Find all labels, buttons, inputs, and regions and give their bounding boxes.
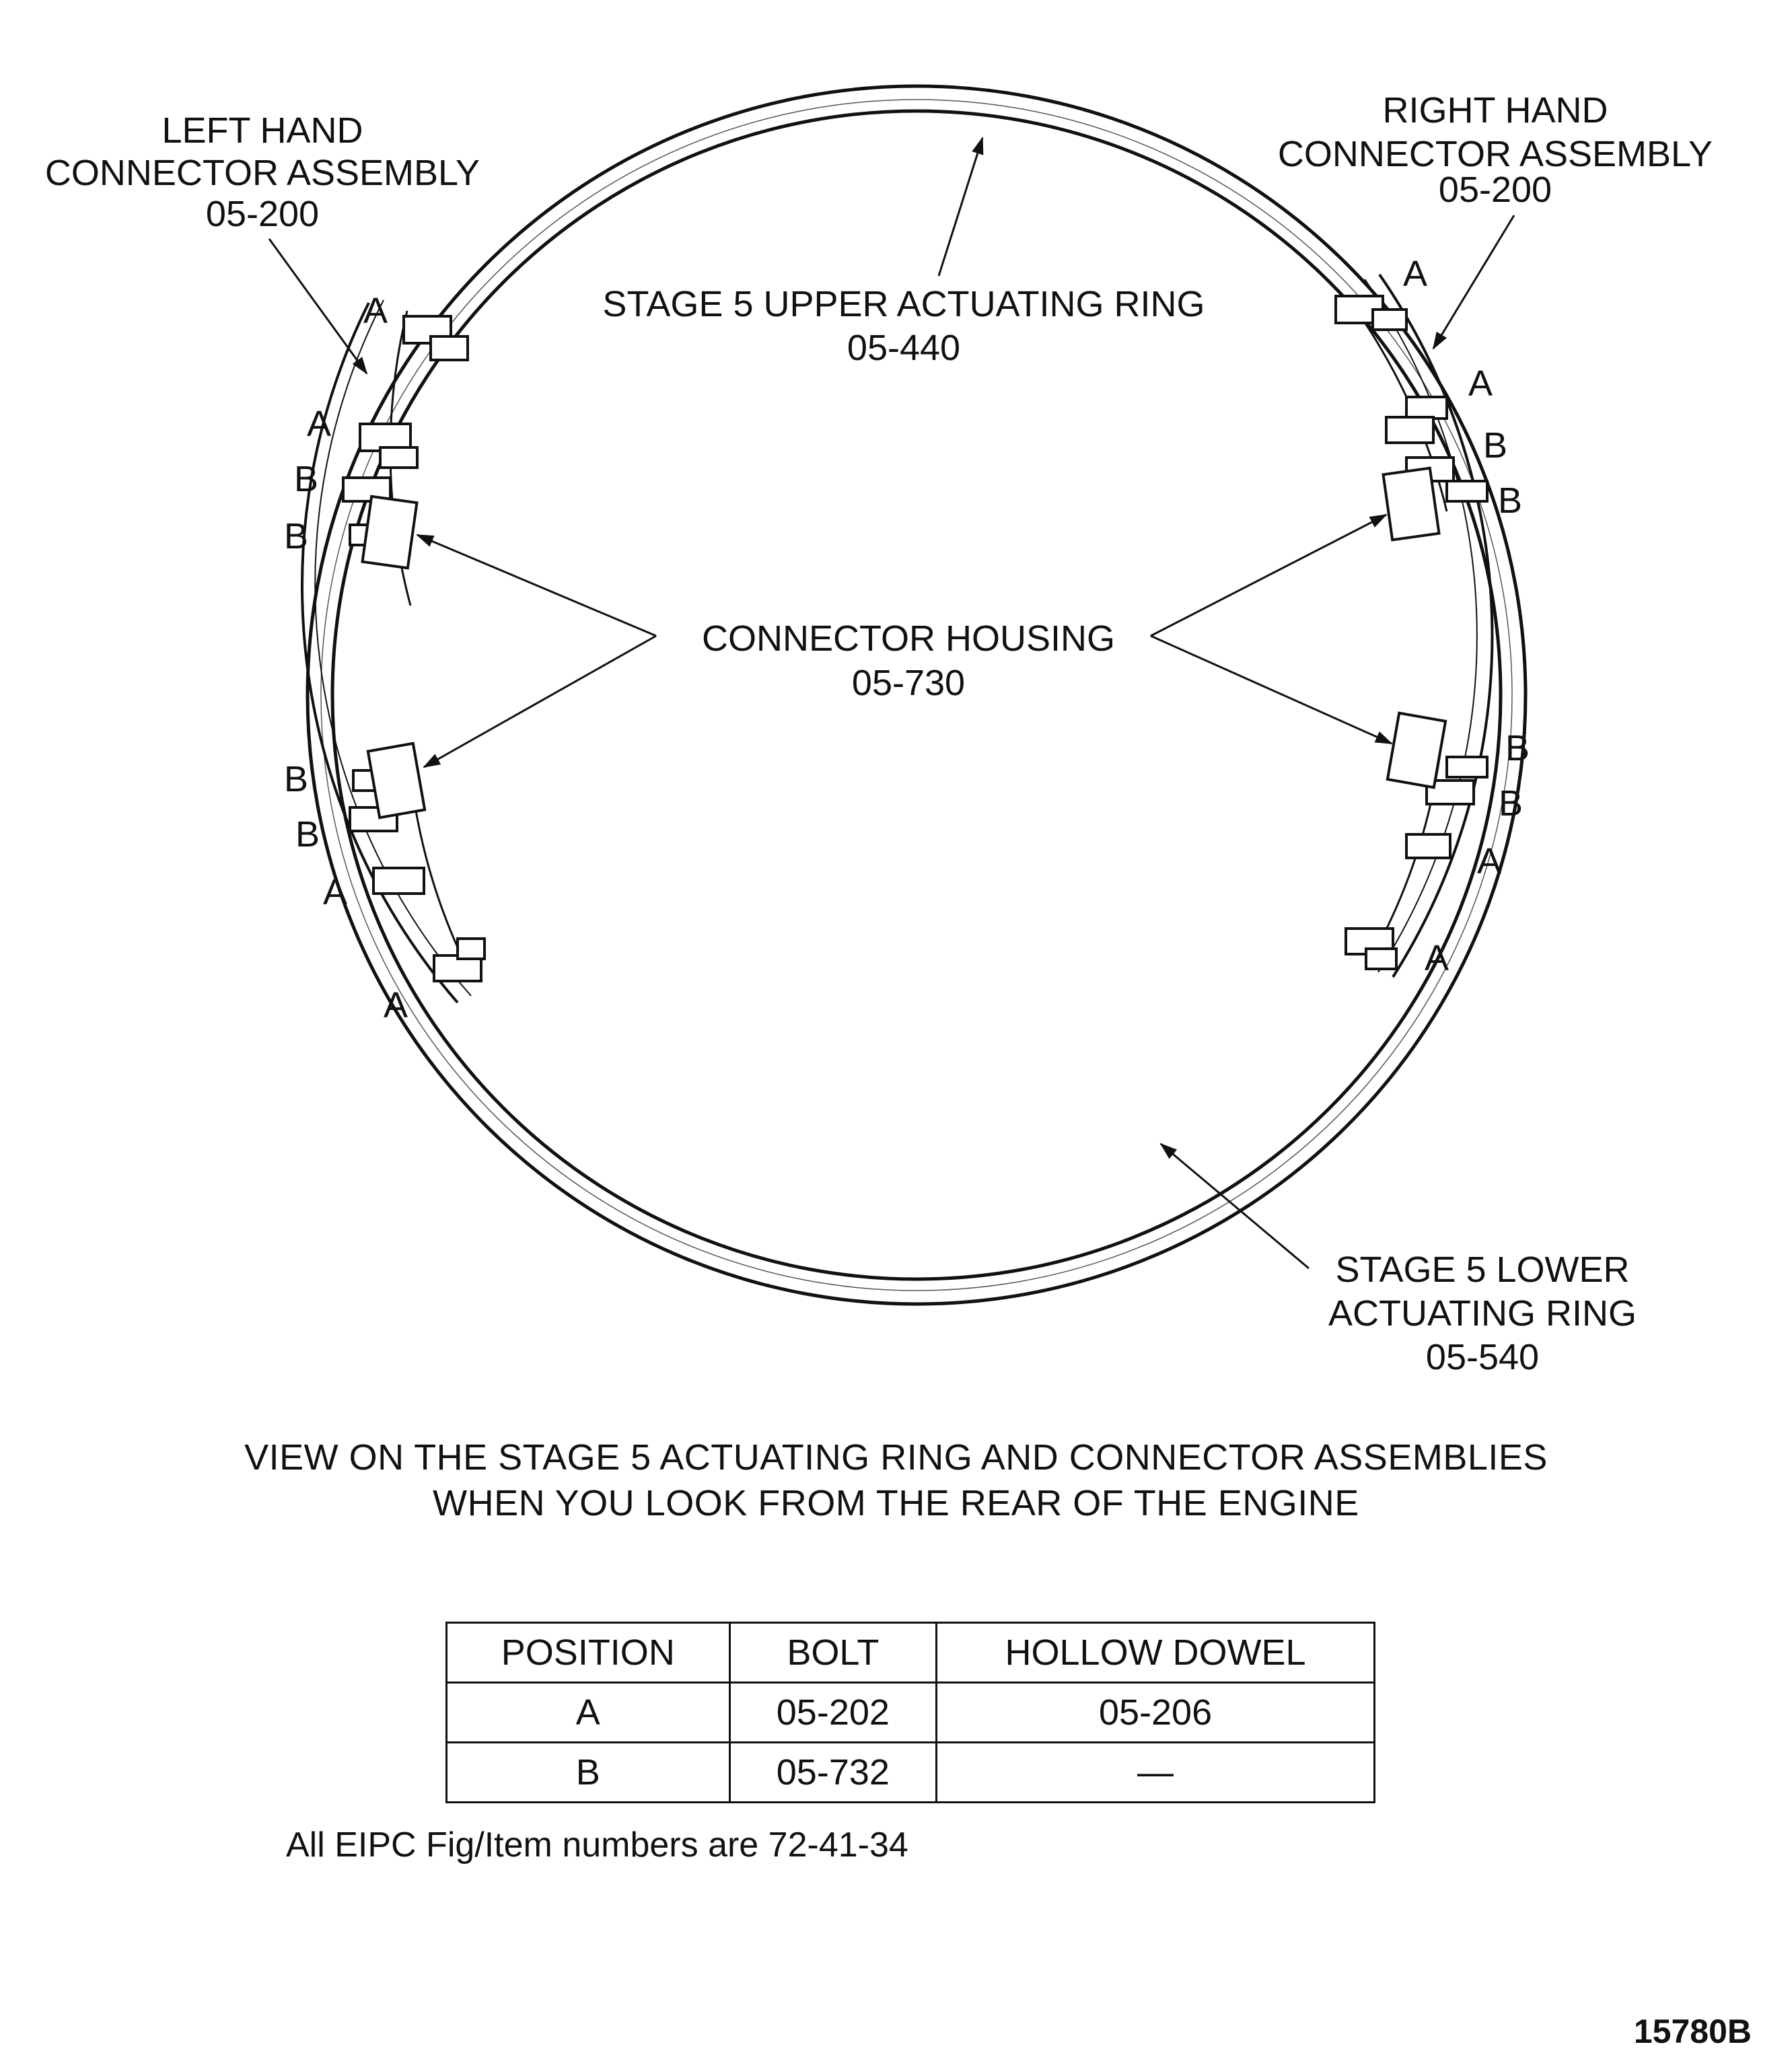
- figure-caption: VIEW ON THE STAGE 5 ACTUATING RING AND C…: [0, 1435, 1792, 1526]
- lower-ring-leader: [1159, 1143, 1310, 1270]
- column-header-position: POSITION: [445, 1622, 731, 1684]
- table-header-row: POSITION BOLT HOLLOW DOWEL: [445, 1622, 1375, 1684]
- upper-ring-leader: [937, 137, 984, 277]
- left-connector-label: LEFT HAND CONNECTOR ASSEMBLY 05-200: [45, 110, 480, 234]
- position-letter: B: [294, 459, 318, 499]
- actuating-ring: [306, 84, 1528, 1306]
- right-lower-connector-housing: [1386, 711, 1447, 789]
- position-letter: B: [295, 814, 320, 855]
- left-connector-assembly: [301, 299, 486, 1004]
- svg-text:STAGE 5 UPPER ACTUATING RING: STAGE 5 UPPER ACTUATING RING: [602, 284, 1205, 324]
- table-cell: 05-206: [935, 1682, 1375, 1743]
- table-cell: —: [935, 1741, 1375, 1803]
- ring-inner-edge: [330, 109, 1503, 1281]
- position-letter: B: [1499, 783, 1523, 824]
- column-header-hollow-dowel: HOLLOW DOWEL: [935, 1622, 1375, 1684]
- left-upper-connector-housing: [361, 495, 419, 570]
- right-position-letters: A A B B B B A A: [1403, 254, 1530, 978]
- table-cell: 05-202: [728, 1682, 938, 1743]
- caption-line: VIEW ON THE STAGE 5 ACTUATING RING AND C…: [244, 1437, 1548, 1478]
- housing-leader-left-lower: [423, 635, 657, 768]
- housing-leader-right-lower: [1150, 635, 1393, 745]
- right-connector-label: RIGHT HAND CONNECTOR ASSEMBLY 05-200: [1278, 90, 1713, 210]
- left-connector-leader: [268, 238, 368, 375]
- svg-text:CONNECTOR HOUSING: CONNECTOR HOUSING: [702, 618, 1115, 659]
- table-cell: 05-732: [728, 1741, 938, 1803]
- housing-leader-right-upper: [1150, 513, 1388, 637]
- position-letter: B: [1483, 425, 1507, 466]
- figure-number: 15780B: [1633, 2013, 1752, 2050]
- svg-text:STAGE 5 LOWER: STAGE 5 LOWER: [1335, 1250, 1629, 1290]
- table-cell: A: [445, 1682, 731, 1743]
- svg-text:LEFT HAND: LEFT HAND: [162, 110, 363, 151]
- table-row: B 05-732 —: [445, 1741, 1375, 1803]
- svg-text:05-200: 05-200: [206, 194, 319, 234]
- position-letter: A: [384, 985, 408, 1025]
- upper-ring-label: STAGE 5 UPPER ACTUATING RING 05-440: [602, 284, 1205, 368]
- svg-text:CONNECTOR ASSEMBLY: CONNECTOR ASSEMBLY: [45, 153, 480, 193]
- position-letter: A: [1477, 841, 1501, 881]
- position-letter: A: [1425, 938, 1449, 978]
- table-row: A 05-202 05-206: [445, 1682, 1375, 1743]
- position-letter: A: [323, 872, 347, 912]
- right-connector-leader: [1432, 215, 1515, 350]
- left-lower-connector-housing: [366, 742, 427, 820]
- position-letter: A: [363, 291, 388, 331]
- eipc-note: All EIPC Fig/Item numbers are 72-41-34: [286, 1825, 908, 1865]
- position-letter: B: [1498, 480, 1522, 521]
- position-letter: A: [1468, 363, 1493, 404]
- svg-text:05-730: 05-730: [852, 663, 965, 703]
- connector-housing-label: CONNECTOR HOUSING 05-730: [702, 618, 1115, 703]
- svg-text:ACTUATING RING: ACTUATING RING: [1328, 1293, 1637, 1334]
- position-letter: B: [284, 516, 308, 556]
- svg-text:05-540: 05-540: [1426, 1337, 1539, 1377]
- actuating-ring-diagram: LEFT HAND CONNECTOR ASSEMBLY 05-200 RIGH…: [45, 84, 1713, 1377]
- position-letter: A: [307, 404, 331, 444]
- position-letter: B: [284, 759, 308, 799]
- svg-text:05-200: 05-200: [1439, 170, 1552, 210]
- caption-line: WHEN YOU LOOK FROM THE REAR OF THE ENGIN…: [433, 1483, 1359, 1523]
- svg-text:CONNECTOR ASSEMBLY: CONNECTOR ASSEMBLY: [1278, 134, 1713, 174]
- right-upper-connector-housing: [1382, 466, 1441, 542]
- table-cell: B: [445, 1741, 731, 1803]
- column-header-bolt: BOLT: [728, 1622, 938, 1684]
- ring-outer-edge: [306, 84, 1528, 1306]
- housing-leader-left-upper: [416, 534, 657, 637]
- svg-text:05-440: 05-440: [847, 328, 960, 368]
- left-position-letters: A A B B B B A A: [284, 291, 408, 1025]
- position-letter: B: [1505, 728, 1530, 768]
- svg-text:RIGHT HAND: RIGHT HAND: [1382, 90, 1608, 131]
- position-table: POSITION BOLT HOLLOW DOWEL A 05-202 05-2…: [445, 1622, 1375, 1803]
- position-letter: A: [1403, 254, 1427, 294]
- ring-mid-edge: [320, 99, 1513, 1291]
- right-connector-assembly: [1334, 273, 1494, 978]
- lower-ring-label: STAGE 5 LOWER ACTUATING RING 05-540: [1328, 1250, 1637, 1377]
